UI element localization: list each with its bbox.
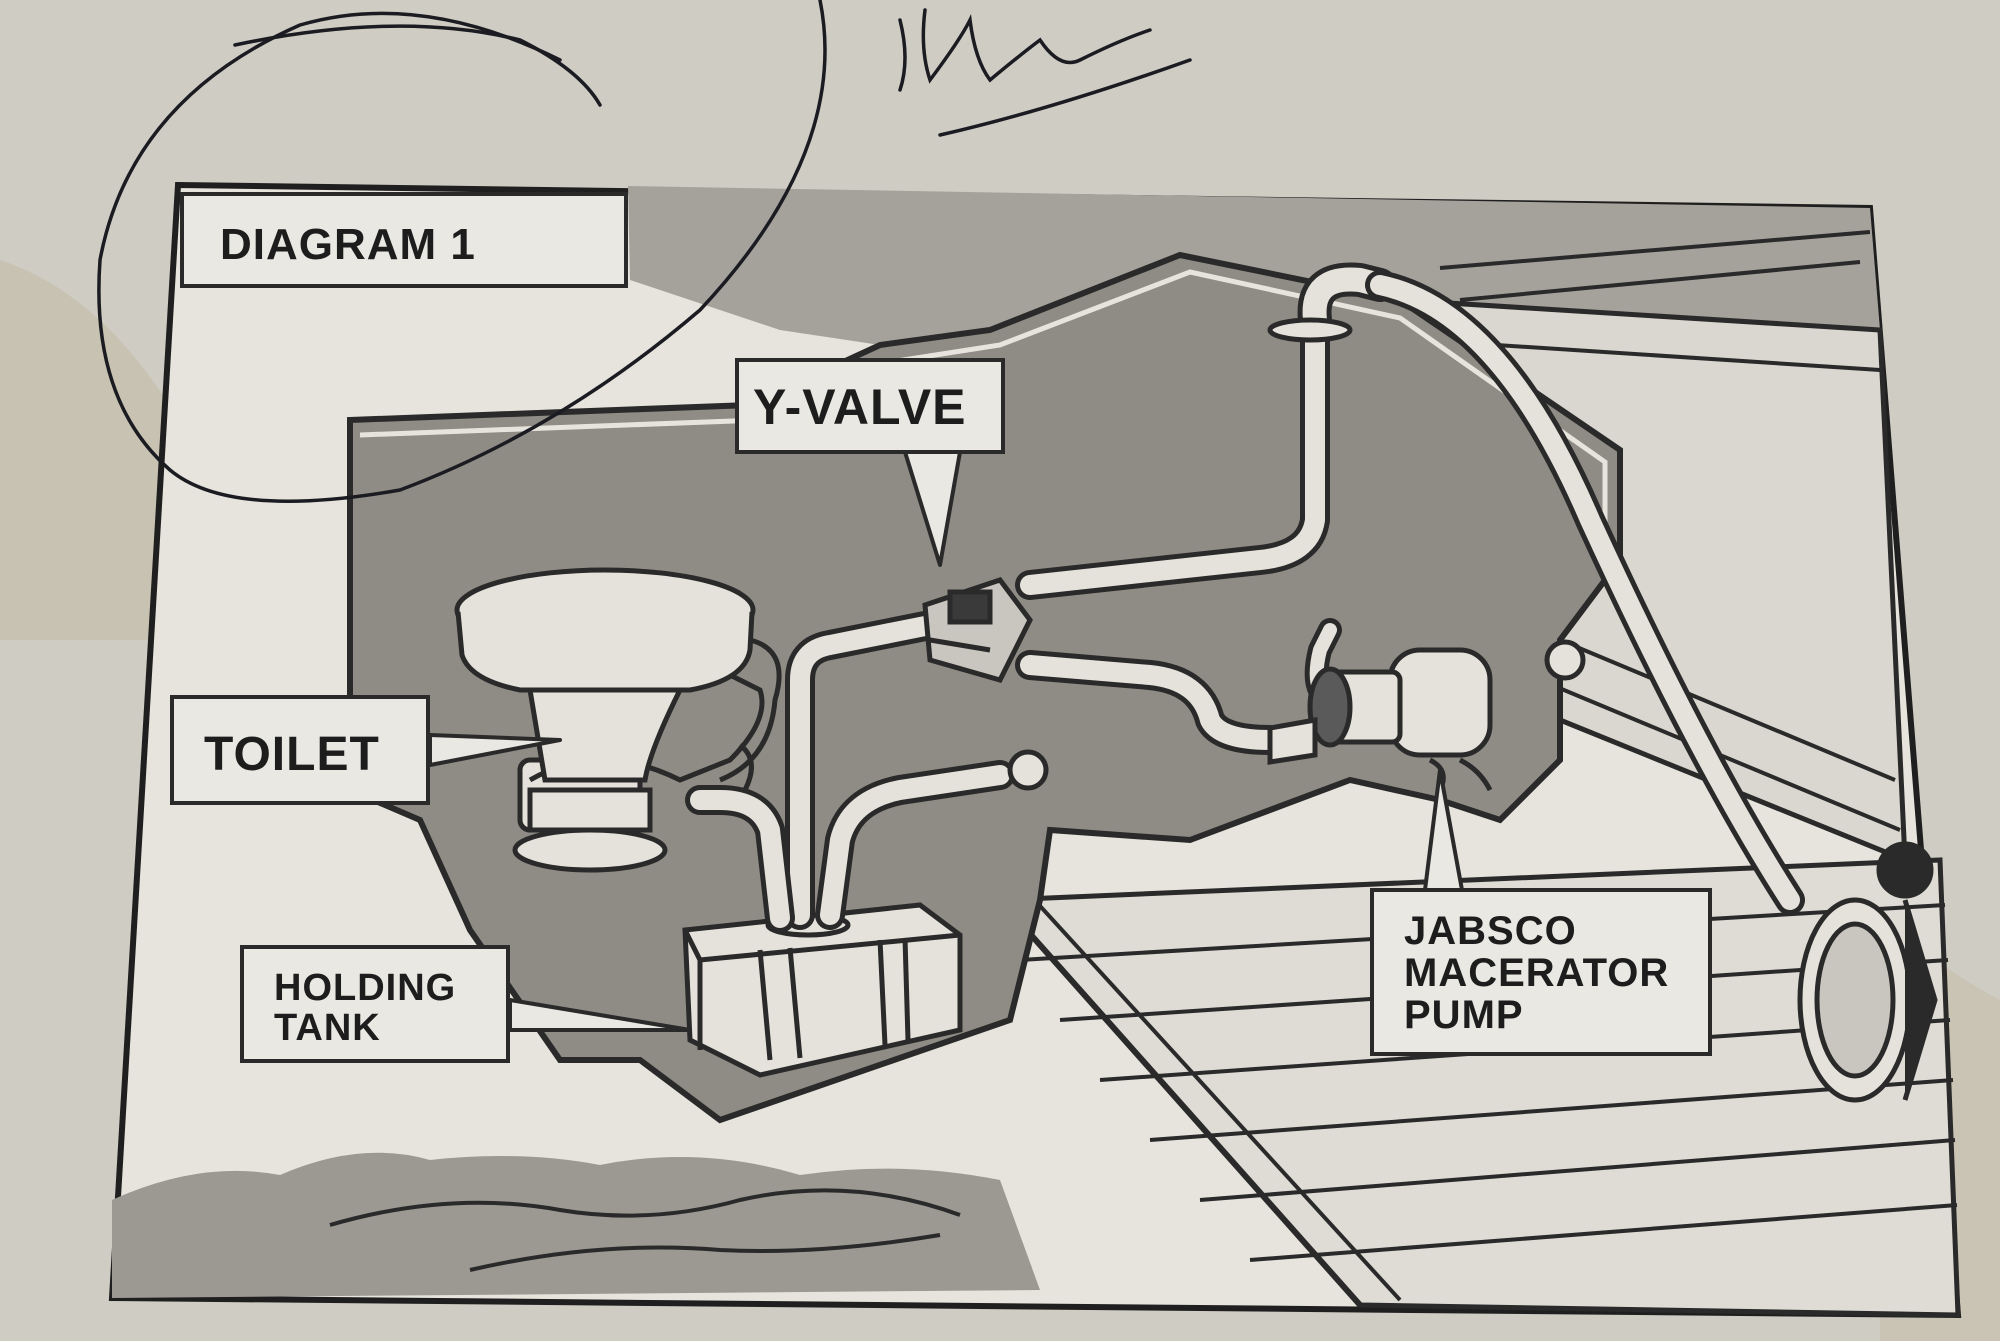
toilet-illustration: [454, 567, 782, 873]
holding-tank-label: HOLDING TANK: [240, 945, 510, 1063]
toilet-label: TOILET: [170, 695, 430, 805]
holding-tank-label-line-2: TANK: [274, 1007, 381, 1049]
deck-fitting: [1267, 317, 1353, 343]
hoses: [685, 262, 1805, 933]
hull-ring: [1544, 639, 1586, 681]
water-line: [469, 1233, 941, 1272]
y-valve-illustration: [922, 577, 1033, 683]
holding-tank-label-line-1: HOLDING: [274, 967, 457, 1009]
deck-rail: [997, 898, 1363, 1307]
macerator-pump-illustration: [1267, 647, 1493, 792]
macerator-pump-label-line-2: MACERATOR: [1404, 951, 1670, 995]
diagram-title: DIAGRAM 1: [180, 192, 628, 288]
macerator-pump-label-line-1: JABSCO: [1404, 909, 1577, 953]
through-hull-fitting: [1797, 841, 1938, 1103]
deck-rail-inner: [1028, 893, 1402, 1302]
water-line: [329, 1188, 961, 1227]
toilet-label-text: TOILET: [204, 728, 380, 781]
y-valve-label: Y-VALVE: [735, 358, 1005, 454]
leader-lines: [428, 450, 1464, 1032]
diagram-title-text: DIAGRAM 1: [220, 220, 476, 269]
pen-scribble: [97, 0, 1192, 503]
distant-boat-line: [1439, 230, 1871, 302]
macerator-pump-label-line-3: PUMP: [1404, 993, 1524, 1037]
macerator-pump-label: JABSCO MACERATOR PUMP: [1370, 888, 1712, 1056]
water-hills: [112, 1152, 1040, 1298]
holding-tank-illustration: [682, 902, 963, 1078]
y-valve-label-text: Y-VALVE: [753, 379, 967, 435]
sky-shade: [628, 186, 1880, 345]
hull-ring: [1007, 749, 1049, 791]
